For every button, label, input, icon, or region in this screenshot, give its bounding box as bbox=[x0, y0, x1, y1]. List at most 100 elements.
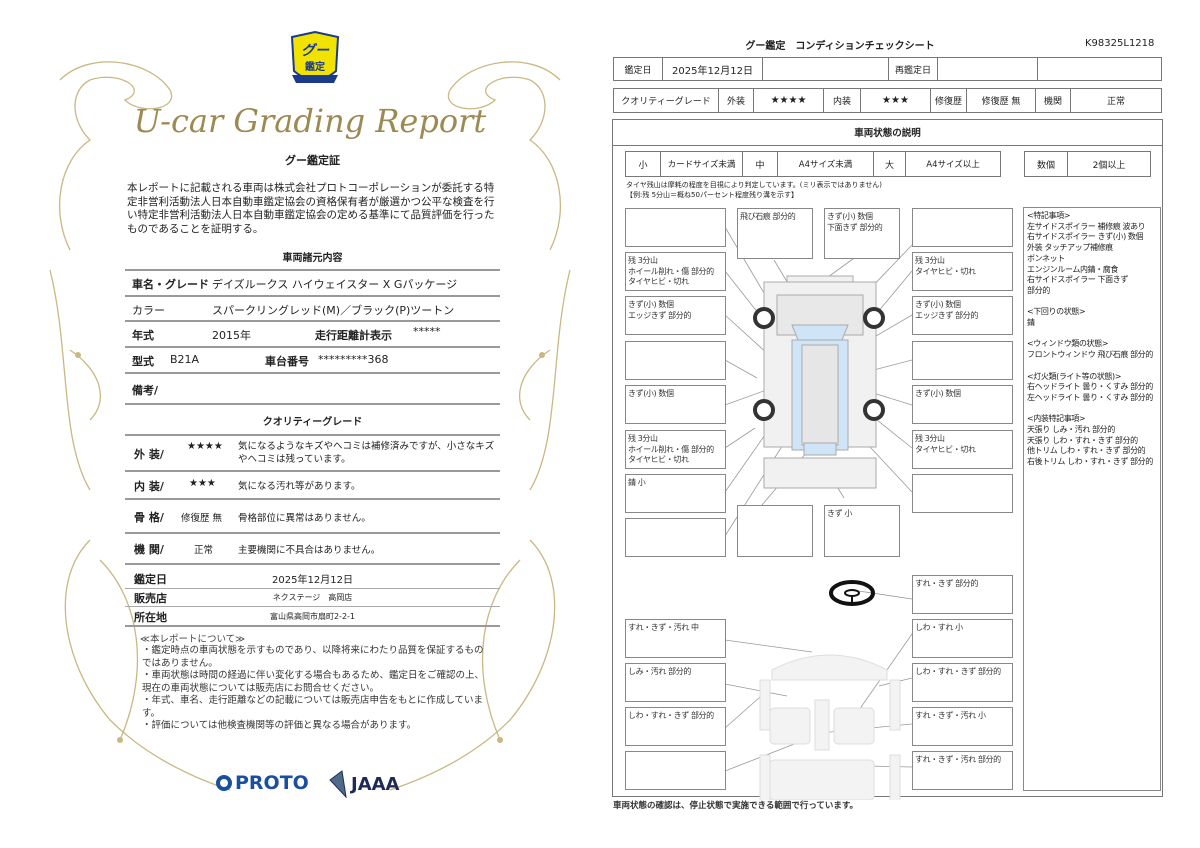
proto-mark-icon bbox=[216, 775, 232, 791]
damage-box-right-6: 残 3分山 タイヤヒビ・切れ bbox=[912, 430, 1013, 469]
legend-medium: 中 bbox=[742, 151, 778, 177]
legend-large: 大 bbox=[873, 151, 906, 177]
interior-box-left-4 bbox=[625, 751, 726, 790]
shield-logo-icon bbox=[290, 30, 340, 83]
proto-logo: PROTO bbox=[216, 772, 309, 794]
document-id: K98325L1218 bbox=[1085, 38, 1155, 49]
date-label: 鑑定日 bbox=[613, 57, 663, 81]
chassis-number: *********368 bbox=[318, 353, 389, 366]
footer-note: 車両状態の確認は、停止状態で実施できる範囲で行っています。 bbox=[613, 801, 859, 811]
damage-box-right-1 bbox=[912, 208, 1013, 247]
cert-title: グー鑑定証 bbox=[285, 154, 340, 167]
grade-title: クオリティーグレード bbox=[262, 417, 363, 428]
gold-ornament-frame bbox=[49, 61, 571, 791]
appraisal-date: 2025年12月12日 bbox=[662, 57, 763, 81]
damage-box-top-2: きず(小) 数個 下面きず 部分的 bbox=[824, 208, 900, 259]
note-item: ・年式、車名、走行距離などの記載については販売店申告をもとに作成しています。 bbox=[142, 695, 484, 719]
proto-text: PROTO bbox=[235, 772, 309, 794]
damage-box-left-8 bbox=[625, 518, 726, 557]
address-label: 所在地 bbox=[134, 611, 167, 624]
model-code: B21A bbox=[170, 353, 200, 366]
tire-note: タイヤ残山は摩耗の程度を目視により判定しています。(ミリ表示ではありません) 【… bbox=[626, 181, 882, 199]
shop-label: 販売店 bbox=[134, 592, 167, 605]
damage-box-left-6: 残 3分山 ホイール削れ・傷 部分的 タイヤヒビ・切れ bbox=[625, 430, 726, 469]
legend-small: 小 bbox=[625, 151, 661, 177]
grade-value-exterior: ★★★★ bbox=[187, 441, 223, 452]
jaaa-text: JAAA bbox=[351, 773, 400, 795]
damage-box-bottom-1 bbox=[737, 505, 813, 557]
damage-box-left-3: きず(小) 数個 エッジきず 部分的 bbox=[625, 296, 726, 335]
jaaa-mark-icon bbox=[329, 770, 347, 798]
grade-value-interior: ★★★ bbox=[189, 478, 216, 489]
goo-kantei-badge: グー 鑑定 bbox=[288, 30, 342, 91]
notes-title: ≪本レポートについて≫ bbox=[140, 634, 246, 645]
grade-label-exterior: 外 装/ bbox=[134, 448, 164, 461]
grade-desc-exterior: 気になるようなキズやヘコミは補修済みですが、小さなキズやヘコミは残っています。 bbox=[238, 441, 495, 465]
blank-cell bbox=[762, 57, 889, 81]
note-item: ・車両状態は時間の経過に伴い変化する場合もあるため、鑑定日をご確認の上、現在の車… bbox=[142, 670, 485, 694]
interior-stars: ★★★ bbox=[860, 88, 931, 113]
damage-box-top-1: 飛び石痕 部分的 bbox=[737, 208, 813, 259]
grade-desc-frame: 骨格部位に異常はありません。 bbox=[238, 513, 371, 524]
interior-box-right-5: すれ・きず・汚れ 部分的 bbox=[912, 751, 1013, 790]
interior-box-right-1: すれ・きず 部分的 bbox=[912, 575, 1013, 614]
engine-label: 機関 bbox=[1035, 88, 1071, 113]
damage-box-right-3: きず(小) 数個 エッジきず 部分的 bbox=[912, 296, 1013, 335]
badge-bottom-text: 鑑定 bbox=[305, 62, 325, 73]
script-title: U-car Grading Report bbox=[133, 102, 487, 140]
name-label: 車名・グレード bbox=[132, 278, 209, 291]
date-label: 鑑定日 bbox=[134, 573, 167, 586]
remarks-label: 備考/ bbox=[132, 384, 159, 397]
car-color: スパークリングレッド(M)／ブラック(P)ツートン bbox=[212, 304, 455, 317]
interior-label: 内装 bbox=[823, 88, 861, 113]
exterior-stars: ★★★★ bbox=[753, 88, 824, 113]
jaaa-logo: JAAA bbox=[328, 770, 400, 798]
grade-label-interior: 内 装/ bbox=[134, 480, 164, 493]
reappraisal-date bbox=[937, 57, 1038, 81]
section-title: 車両状態の説明 bbox=[854, 128, 921, 139]
legend-count-desc: 2個以上 bbox=[1067, 151, 1151, 177]
car-interior-view bbox=[759, 654, 901, 800]
condition-panel bbox=[612, 119, 1163, 797]
interior-box-left-1: すれ・きず・汚れ 中 bbox=[625, 619, 726, 658]
odo-label: 走行距離計表示 bbox=[315, 329, 392, 342]
grade-label-frame: 骨 格/ bbox=[134, 511, 164, 524]
legend-count: 数個 bbox=[1024, 151, 1068, 177]
legend-small-desc: カードサイズ未満 bbox=[660, 151, 743, 177]
engine-status: 正常 bbox=[1070, 88, 1162, 113]
steering-wheel-icon bbox=[829, 580, 875, 606]
chassis-label: 車台番号 bbox=[265, 355, 309, 368]
legend-large-desc: A4サイズ以上 bbox=[905, 151, 1001, 177]
blank-cell bbox=[1037, 57, 1162, 81]
appraisal-date: 2025年12月12日 bbox=[272, 575, 353, 586]
repair-history: 修復歴 無 bbox=[966, 88, 1036, 113]
interior-box-right-3: しわ・すれ・きず 部分的 bbox=[912, 663, 1013, 702]
damage-box-left-5: きず(小) 数個 bbox=[625, 385, 726, 424]
special-notes-box: <特記事項> 左サイドスポイラー 補修痕 波あり 右サイドスポイラー きず(小)… bbox=[1023, 207, 1161, 791]
grade-desc-interior: 気になる汚れ等があります。 bbox=[238, 481, 361, 492]
grade-value-engine: 正常 bbox=[194, 545, 214, 556]
shop-name: ネクステージ 高岡店 bbox=[272, 593, 353, 602]
legend-medium-desc: A4サイズ未満 bbox=[777, 151, 874, 177]
damage-box-left-2: 残 3分山 ホイール削れ・傷 部分的 タイヤヒビ・切れ bbox=[625, 252, 726, 291]
cert-text: 本レポートに記載される車両は株式会社プロトコーポレーションが委託する特定非営利活… bbox=[127, 182, 495, 235]
tire-icons bbox=[753, 307, 885, 421]
damage-box-right-5: きず(小) 数個 bbox=[912, 385, 1013, 424]
damage-box-right-4 bbox=[912, 341, 1013, 380]
reappraisal-label: 再鑑定日 bbox=[888, 57, 938, 81]
color-label: カラー bbox=[132, 304, 165, 317]
car-year: 2015年 bbox=[212, 329, 251, 342]
interior-box-right-2: しわ・すれ 小 bbox=[912, 619, 1013, 658]
grade-desc-engine: 主要機関に不具合はありません。 bbox=[238, 545, 381, 556]
note-item: ・評価については他検査機関等の評価と異なる場合があります。 bbox=[142, 720, 417, 731]
badge-top-text: グー bbox=[301, 43, 329, 59]
grade-value-frame: 修復歴 無 bbox=[181, 513, 223, 524]
vehicle-diagram bbox=[724, 226, 913, 800]
grade-label-engine: 機 関/ bbox=[134, 543, 164, 556]
car-name: デイズルークス ハイウェイスター X Gパッケージ bbox=[212, 278, 458, 291]
quality-grade-label: クオリティーグレード bbox=[613, 88, 719, 113]
interior-box-left-2: しみ・汚れ 部分的 bbox=[625, 663, 726, 702]
repair-label: 修復歴 bbox=[930, 88, 967, 113]
year-label: 年式 bbox=[132, 329, 154, 342]
damage-box-left-7: 錆 小 bbox=[625, 474, 726, 513]
